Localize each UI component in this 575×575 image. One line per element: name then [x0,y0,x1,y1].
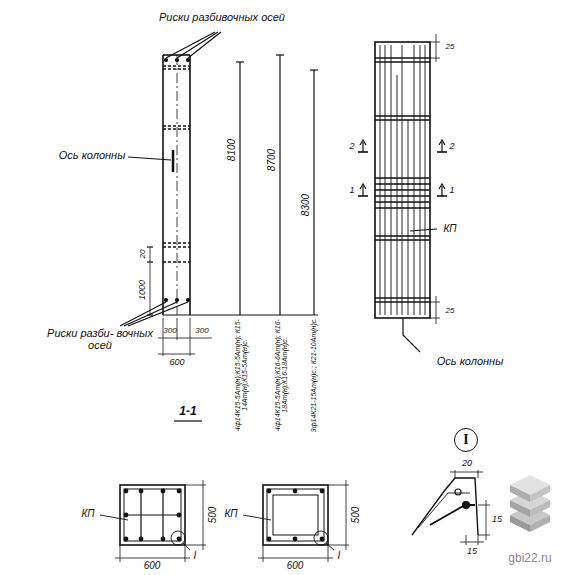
detail-marker: I [454,428,478,452]
axis-mark-note: Риски разби- вочных осей [45,328,155,351]
rebar-note: 3ф14К21-15Ат(н)с.; К21-10Ат(н)с. [310,315,317,435]
dimension: 15 [492,515,502,524]
watermark-icon [510,475,550,532]
dimension: 300 [195,327,208,335]
dimension: 600 [287,561,304,572]
section-mark: 2 [449,142,454,151]
section-mark: 2 [349,142,354,151]
dimension: 600 [169,358,184,367]
part-label: КП [224,509,237,520]
watermark: gbi22.ru [508,552,551,565]
dimension: 600 [144,561,161,572]
dimension: 25 [446,307,455,315]
dimension: 300 [163,327,176,335]
dimension: 15 [467,547,477,556]
dimension: 20 [139,250,147,259]
detail-callout: I [338,551,341,562]
dimension: 8300 [301,194,312,216]
dimension: 25 [446,43,455,51]
detail-callout: I [194,551,197,562]
axis-label: Ось колонны [59,150,126,162]
dimension: 20 [462,459,472,468]
rebar-note: 4ф14К15-5Ат(н);К16-6Ат(н); К16-18Ат(н);К… [274,315,289,435]
section-label: 1-1 [179,405,196,418]
section-mark: 1 [449,186,454,195]
dimension: 500 [351,507,362,524]
section-mark: 1 [349,186,354,195]
dimension: 500 [208,507,219,524]
rebar-note: 4ф14К15-5Ат(н);К15-5Ат(н); К15-14Ат(н);К… [234,315,249,435]
dimension: 8100 [227,139,238,161]
axis-mark-note: Риски разбивочных осей [157,12,287,24]
dimension: 8700 [267,149,278,171]
axis-label: Ось колонны [437,356,504,368]
part-label: КП [443,224,456,235]
part-label: КП [81,509,94,520]
detail-number: I [463,432,468,448]
dimension: 1000 [138,280,147,300]
